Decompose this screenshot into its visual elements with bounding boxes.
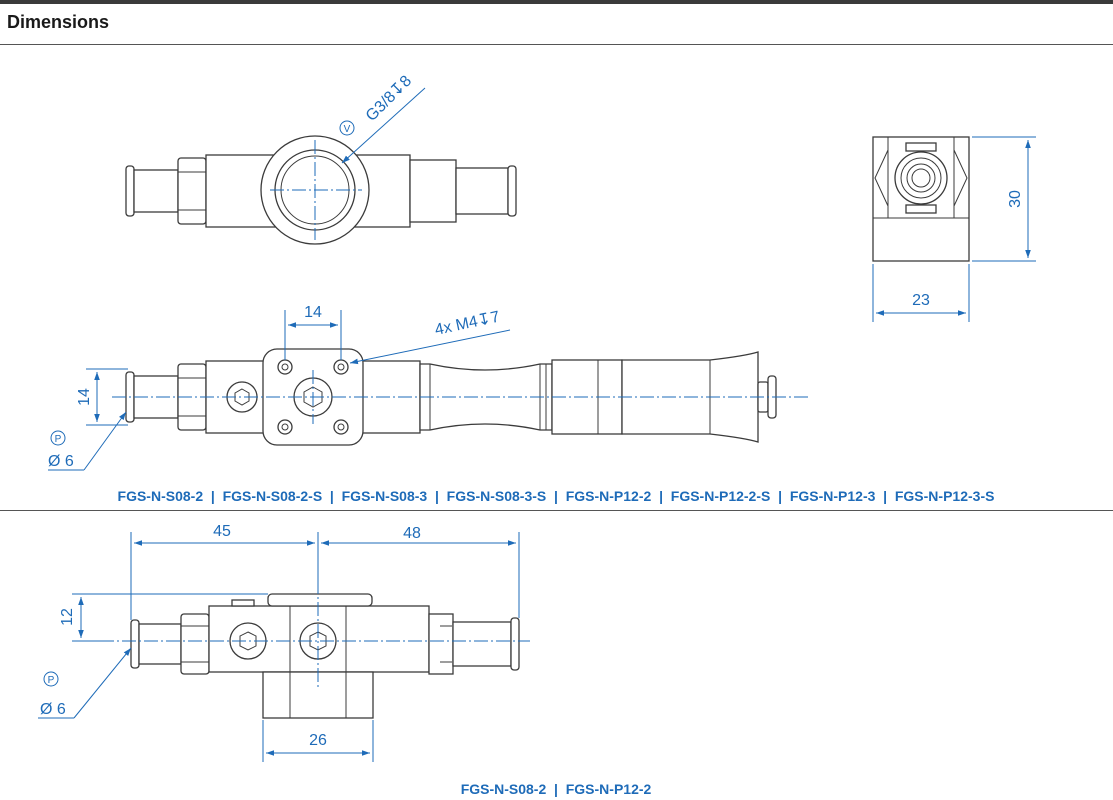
top-right-collet [507,165,517,217]
section-title: Dimensions [7,12,110,32]
v-marker-label: V [344,124,351,135]
bottom-top-boss [267,593,373,607]
top-right-fitting-tube [455,167,509,215]
p-marker-top [50,430,66,446]
bottom-right-sleeve [428,613,454,675]
top-left-collet [125,165,135,217]
top-view: G3/8↧8 V [125,72,517,245]
diameter-top-label: Ø 6 [48,453,74,470]
top-right-fitting-sleeve [409,159,457,223]
p-marker-bottom-label: P [48,675,55,686]
bottom-view: 45 48 12 P Ø 6 26 [38,523,530,762]
bottom-left-fitting-tube [138,623,182,665]
offset-12-label: 12 [59,608,76,626]
top-rule [0,0,1113,4]
width-23-label: 23 [912,292,930,309]
mount-hole-br [333,419,349,435]
mount-hole-tr [333,359,349,375]
p-marker-bottom [43,671,59,687]
bottom-right-fitting-tube [452,621,512,667]
bottom-left-hex-nut [180,613,210,675]
top-left-hex-nut [177,157,207,225]
models-bottom-line: FGS-N-S08-2 | FGS-N-P12-2 [461,781,652,797]
side-view: 14 4x M4↧7 14 P Ø 6 [48,304,808,471]
section-divider [0,510,1113,511]
bottom-right-collet [510,617,520,671]
thread-top-label: G3/8↧8 [363,72,415,124]
end-nut-bottom [905,204,937,214]
bottom-left-collet [130,619,140,669]
length-48-label: 48 [403,525,421,542]
end-view: 30 23 [872,136,1036,322]
diameter-bottom-label: Ø 6 [40,701,66,718]
mount-hole-bl [277,419,293,435]
spacing-14-h-label: 14 [304,304,322,321]
end-nut-top [905,142,937,152]
mount-hole-tl [277,359,293,375]
end-fitting-outer [894,151,948,205]
length-45-label: 45 [213,523,231,540]
height-30-label: 30 [1007,190,1024,208]
p-marker-top-label: P [55,434,62,445]
models-top-line: FGS-N-S08-2 | FGS-N-S08-2-S | FGS-N-S08-… [118,488,995,504]
v-marker [339,120,355,136]
top-left-fitting-tube [133,169,179,213]
bottom-top-tab [231,599,255,607]
spacing-14-v-label: 14 [76,388,93,406]
title-divider [0,44,1113,45]
width-26-label: 26 [309,732,327,749]
